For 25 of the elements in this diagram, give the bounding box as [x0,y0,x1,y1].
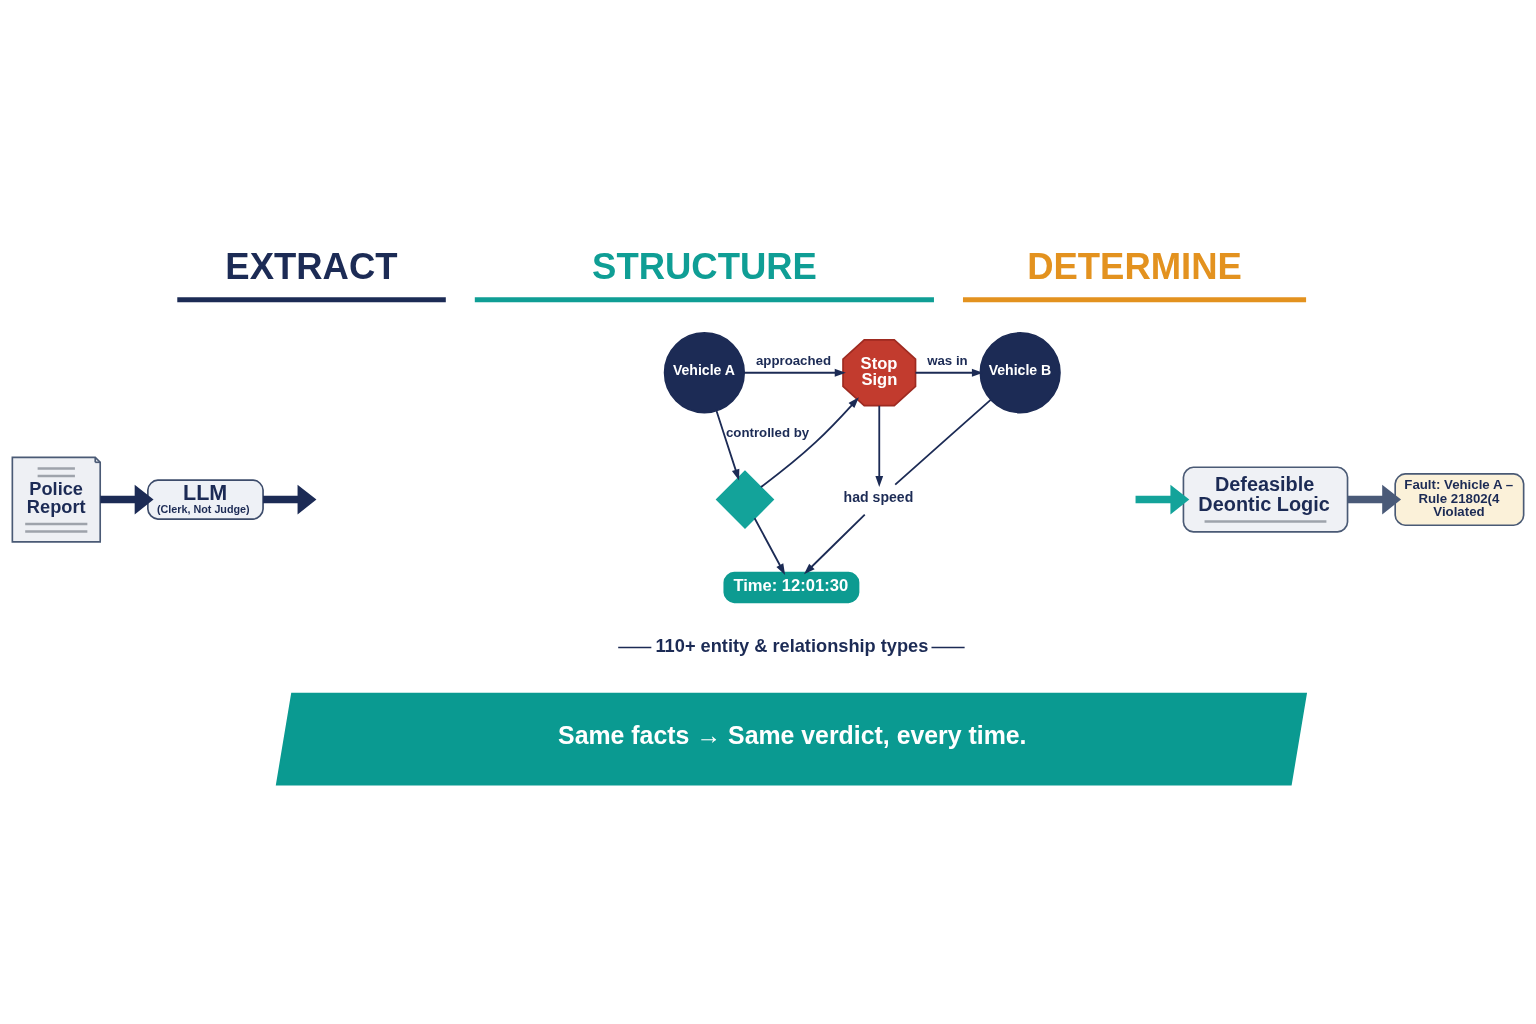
arrow [715,409,740,481]
arrow [1347,484,1402,515]
connector [894,398,992,486]
edge-label: approached [755,353,832,369]
node-text: had speed [843,489,914,506]
node-box: Same facts → Same verdict, every time. [275,692,1308,786]
node-circle: Vehicle B [979,332,1061,414]
node-box: Defeasible Deontic Logic [1182,466,1349,533]
arrow [100,484,154,515]
arrow [263,484,317,515]
node-box: Time: 12:01:30 [723,571,860,604]
node-box: LLM (Clerk, Not Judge) [147,479,264,520]
arrow [875,404,884,488]
node-box: Fault: Vehicle A – Rule 21802(4 Violated [1394,473,1525,527]
node-circle: Vehicle A [663,332,746,414]
arrow [803,513,866,575]
label: 110+ entity & relationship types [655,634,929,656]
label: DETERMINE [1027,246,1242,288]
edge-label: was in [927,353,968,369]
label: EXTRACT [225,246,398,288]
arrow [743,368,846,377]
arrow [753,517,786,575]
label: STRUCTURE [592,246,817,288]
arrow [760,397,859,488]
edge-label: controlled by [725,425,810,441]
